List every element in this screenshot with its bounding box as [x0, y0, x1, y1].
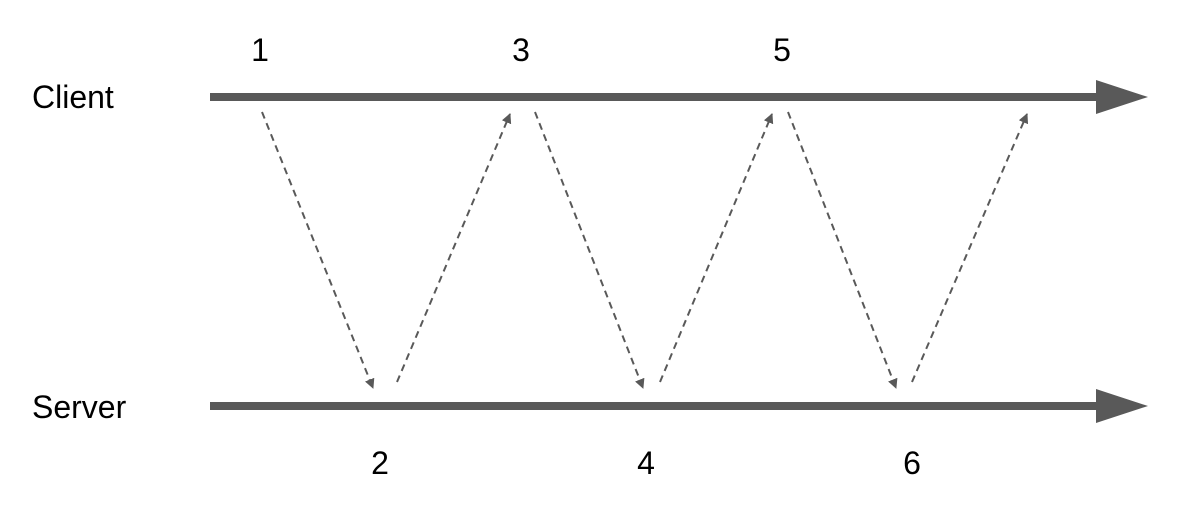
- step-label-5: 5: [773, 32, 791, 68]
- server-timeline-arrowhead: [1096, 389, 1148, 423]
- message-arrow-response-6-to-client: [911, 113, 1029, 383]
- message-arrow-response-2-to-3: [396, 113, 512, 383]
- client-lane-label: Client: [32, 79, 114, 115]
- step-label-4: 4: [637, 445, 655, 481]
- client-timeline-arrowhead: [1096, 80, 1148, 114]
- step-label-3: 3: [512, 32, 530, 68]
- step-label-6: 6: [903, 445, 921, 481]
- step-label-1: 1: [251, 32, 269, 68]
- message-arrow-response-4-to-5: [659, 113, 774, 383]
- message-arrow-request-3-to-4: [534, 111, 645, 389]
- step-label-2: 2: [371, 445, 389, 481]
- message-arrow-request-5-to-6: [787, 111, 898, 389]
- message-arrow-request-1-to-2: [261, 111, 375, 389]
- server-lane-label: Server: [32, 389, 127, 425]
